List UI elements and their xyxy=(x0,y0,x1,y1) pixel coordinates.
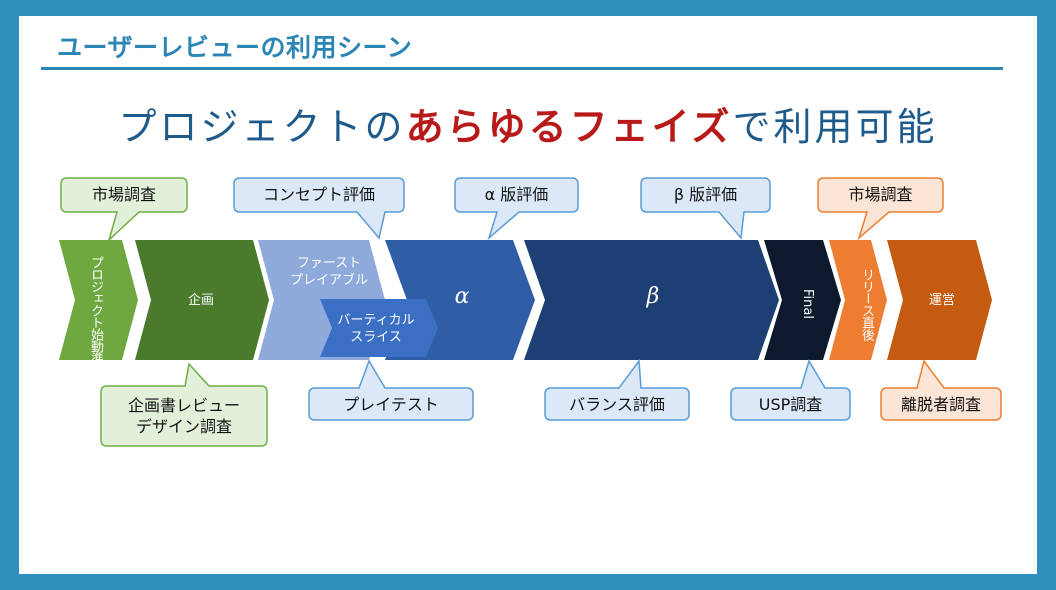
callout-churn-research xyxy=(880,359,1002,421)
phase-label-post-release: リリース直後 xyxy=(859,268,874,340)
callout-label-playtest: プレイテスト xyxy=(343,395,439,414)
phase-label-vertical-slice-line2: スライス xyxy=(350,330,402,345)
callout-label-concept-eval: コンセプト評価 xyxy=(262,185,375,204)
title-divider xyxy=(41,67,1003,70)
phase-label-first-playable-line2: プレイアブル xyxy=(289,273,368,288)
slide-title: ユーザーレビューの利用シーン xyxy=(57,33,413,62)
phase-label-vertical-slice-line1: バーティカル xyxy=(337,313,415,328)
chevron-beta xyxy=(524,240,779,360)
phase-label-beta: β xyxy=(646,284,660,309)
callout-market-research-post xyxy=(817,177,944,241)
callout-market-research-top xyxy=(60,177,188,243)
callout-label-churn-research: 離脱者調査 xyxy=(900,395,981,414)
chevron-operation xyxy=(887,240,992,360)
headline-lead: プロジェクトの xyxy=(118,105,406,149)
callout-label-usp-research: USP調査 xyxy=(758,395,823,414)
callout-label-market-research-top: 市場調査 xyxy=(91,185,156,204)
callout-balance-eval xyxy=(544,358,690,421)
phase-label-first-playable: ファーストプレイアブル xyxy=(284,255,374,289)
phase-flow-diagram xyxy=(59,177,1002,447)
callout-label-plan-review: 企画書レビューデザイン調査 xyxy=(101,395,267,437)
callout-label-plan-review-line1: 企画書レビュー xyxy=(127,396,240,415)
phase-label-operation: 運営 xyxy=(928,293,955,308)
callout-label-beta-eval: β 版評価 xyxy=(673,185,738,204)
chevron-vertical-slice xyxy=(320,299,438,357)
headline-emphasis: あらゆるフェイズ xyxy=(405,105,733,149)
chevron-post-release xyxy=(829,240,887,360)
headline: プロジェクトのあらゆるフェイズで利用可能 xyxy=(19,96,1037,151)
chevron-planning xyxy=(135,240,269,360)
chevron-final xyxy=(764,240,841,360)
callout-label-alpha-eval: α 版評価 xyxy=(484,185,549,204)
headline-tail: で利用可能 xyxy=(732,105,938,149)
callout-beta-eval xyxy=(640,177,771,240)
phase-label-final: Final xyxy=(800,289,815,319)
phase-label-vertical-slice: バーティカルスライス xyxy=(330,312,422,346)
callout-label-balance-eval: バランス評価 xyxy=(569,395,665,414)
callout-concept-eval xyxy=(233,177,405,240)
phase-label-project-start: プロジェクト始動準備 xyxy=(88,256,103,376)
callout-usp-research xyxy=(730,359,851,421)
phase-label-alpha: α xyxy=(454,284,470,309)
slide: ユーザーレビューの利用シーン プロジェクトのあらゆるフェイズで利用可能 プロジェ… xyxy=(19,16,1037,574)
chevron-project-start xyxy=(59,240,138,360)
phase-label-planning: 企画 xyxy=(187,293,214,308)
callout-playtest xyxy=(308,359,474,421)
callout-plan-review xyxy=(100,362,268,447)
phase-label-first-playable-line1: ファースト xyxy=(296,256,362,271)
callout-label-plan-review-line2: デザイン調査 xyxy=(135,417,232,436)
callout-alpha-eval xyxy=(454,177,579,241)
callout-label-market-research-post: 市場調査 xyxy=(848,185,913,204)
